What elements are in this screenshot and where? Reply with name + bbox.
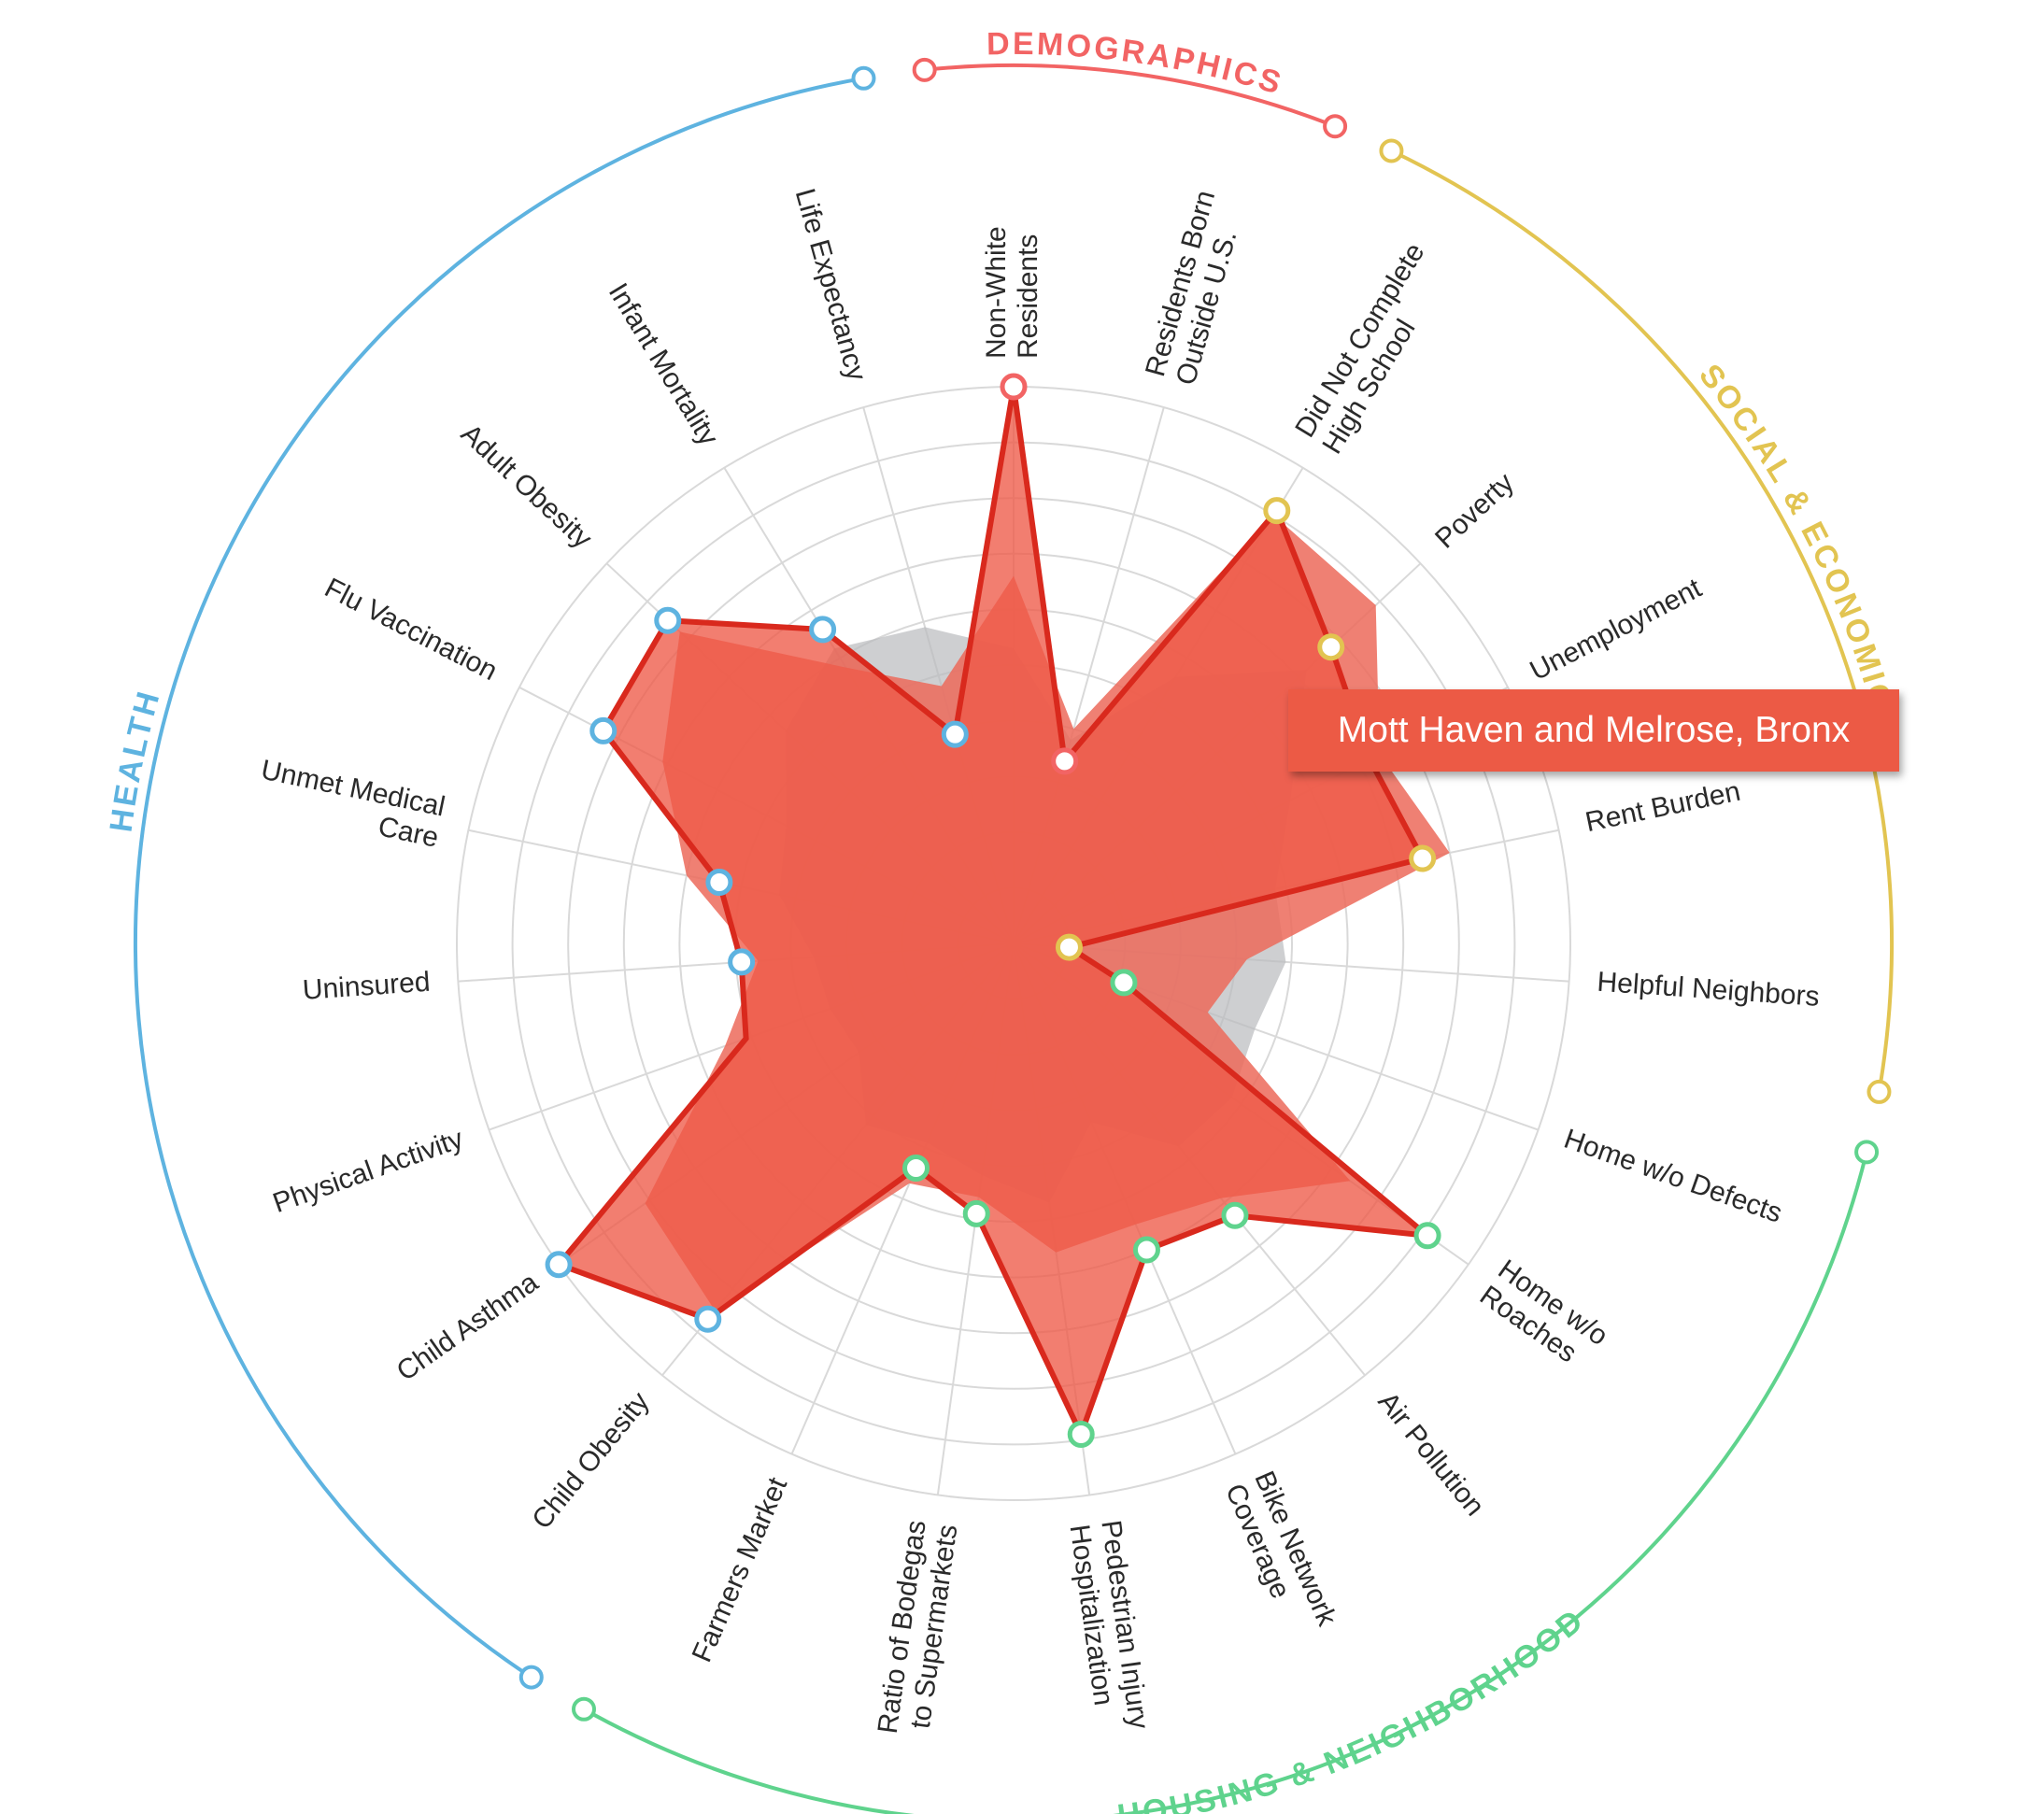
category-label-text: HEALTH xyxy=(104,686,165,834)
axis-label-group: Adult Obesity xyxy=(455,418,598,555)
axis-label: Home w/o Defects xyxy=(1560,1124,1786,1229)
axis-label-group: Life Expectancy xyxy=(789,185,873,384)
category-arc-end xyxy=(851,65,876,91)
data-point[interactable] xyxy=(1000,373,1028,401)
axis-label: Physical Activity xyxy=(269,1124,467,1220)
data-point[interactable] xyxy=(809,616,837,644)
category-label: HEALTH xyxy=(104,686,168,834)
axis-label: Infant Mortality xyxy=(603,278,724,451)
category-arc-end xyxy=(571,1696,596,1722)
axis-label-group: Unemployment xyxy=(1525,573,1707,687)
axis-label: Helpful Neighbors xyxy=(1596,967,1820,1013)
data-point[interactable] xyxy=(1263,497,1291,525)
data-point[interactable] xyxy=(962,1199,990,1227)
axis-label: Poverty xyxy=(1429,467,1520,555)
axis-label-group: Poverty xyxy=(1429,467,1520,555)
axis-label-group: Home w/o Defects xyxy=(1560,1124,1786,1229)
category-arc xyxy=(1390,149,1894,1093)
region-tooltip: Mott Haven and Melrose, Bronx xyxy=(1288,689,1899,772)
category-arc xyxy=(134,76,864,1679)
axis-label: Non-White xyxy=(981,226,1012,359)
category-arc-end xyxy=(912,57,937,82)
axis-label-group: Helpful Neighbors xyxy=(1596,967,1820,1013)
category-label: HOUSING & NEIGHBORHOOD xyxy=(1115,1602,1592,1814)
data-point[interactable] xyxy=(1317,633,1345,661)
radar-series xyxy=(554,386,1450,1442)
category-arc-end xyxy=(1854,1140,1880,1165)
axis-label-group: Flu Vaccination xyxy=(319,573,502,687)
axis-label-group: Child Asthma xyxy=(391,1267,545,1387)
axis-label: Farmers Market xyxy=(687,1472,794,1666)
axis-label: Rent Burden xyxy=(1583,776,1743,839)
axis-label-group: Infant Mortality xyxy=(603,278,724,451)
data-point[interactable] xyxy=(589,716,617,744)
data-point[interactable] xyxy=(545,1251,573,1279)
category-arc-end xyxy=(518,1665,544,1690)
axis-label-group: Uninsured xyxy=(302,967,432,1006)
data-point[interactable] xyxy=(1409,844,1437,872)
data-point[interactable] xyxy=(902,1155,930,1183)
axis-label: Flu Vaccination xyxy=(319,573,502,687)
data-point[interactable] xyxy=(941,720,969,748)
data-point[interactable] xyxy=(1221,1201,1249,1229)
axis-label-group: Rent Burden xyxy=(1583,776,1743,839)
axis-label-group: Child Obesity xyxy=(526,1386,655,1535)
data-point[interactable] xyxy=(1051,747,1079,775)
category-label-text: SOCIAL & ECONOMIC xyxy=(1692,358,1896,715)
data-point[interactable] xyxy=(1413,1222,1441,1250)
axis-label-group: Physical Activity xyxy=(269,1124,467,1220)
axis-label: Child Asthma xyxy=(391,1267,545,1387)
data-point[interactable] xyxy=(1055,933,1083,961)
data-point[interactable] xyxy=(728,948,756,976)
category-arc xyxy=(583,1151,1869,1814)
axis-label-group: Farmers Market xyxy=(687,1472,794,1666)
axis-label: Unemployment xyxy=(1525,573,1707,687)
data-point[interactable] xyxy=(705,869,733,897)
category-arc-end xyxy=(1867,1079,1892,1104)
axis-label: Unmet Medical xyxy=(259,755,448,823)
data-point[interactable] xyxy=(694,1305,722,1333)
data-point[interactable] xyxy=(1110,969,1138,997)
data-point[interactable] xyxy=(1067,1420,1095,1448)
data-point[interactable] xyxy=(1132,1236,1160,1264)
category-arc-end xyxy=(1379,138,1404,163)
axis-label: Life Expectancy xyxy=(789,185,873,384)
axis-label: Uninsured xyxy=(302,967,432,1006)
axis-label: Residents xyxy=(1013,234,1043,359)
category-arc-end xyxy=(1323,114,1348,139)
category-label-text: HOUSING & NEIGHBORHOOD xyxy=(1115,1602,1589,1814)
radar-points xyxy=(545,373,1441,1448)
data-point[interactable] xyxy=(654,606,682,634)
axis-label: Child Obesity xyxy=(526,1386,655,1535)
axis-label: Adult Obesity xyxy=(455,418,598,555)
category-arc xyxy=(924,63,1336,129)
axis-label-group: Air Pollution xyxy=(1372,1386,1491,1522)
category-label: SOCIAL & ECONOMIC xyxy=(1692,358,1899,715)
axis-label: Air Pollution xyxy=(1372,1386,1491,1522)
